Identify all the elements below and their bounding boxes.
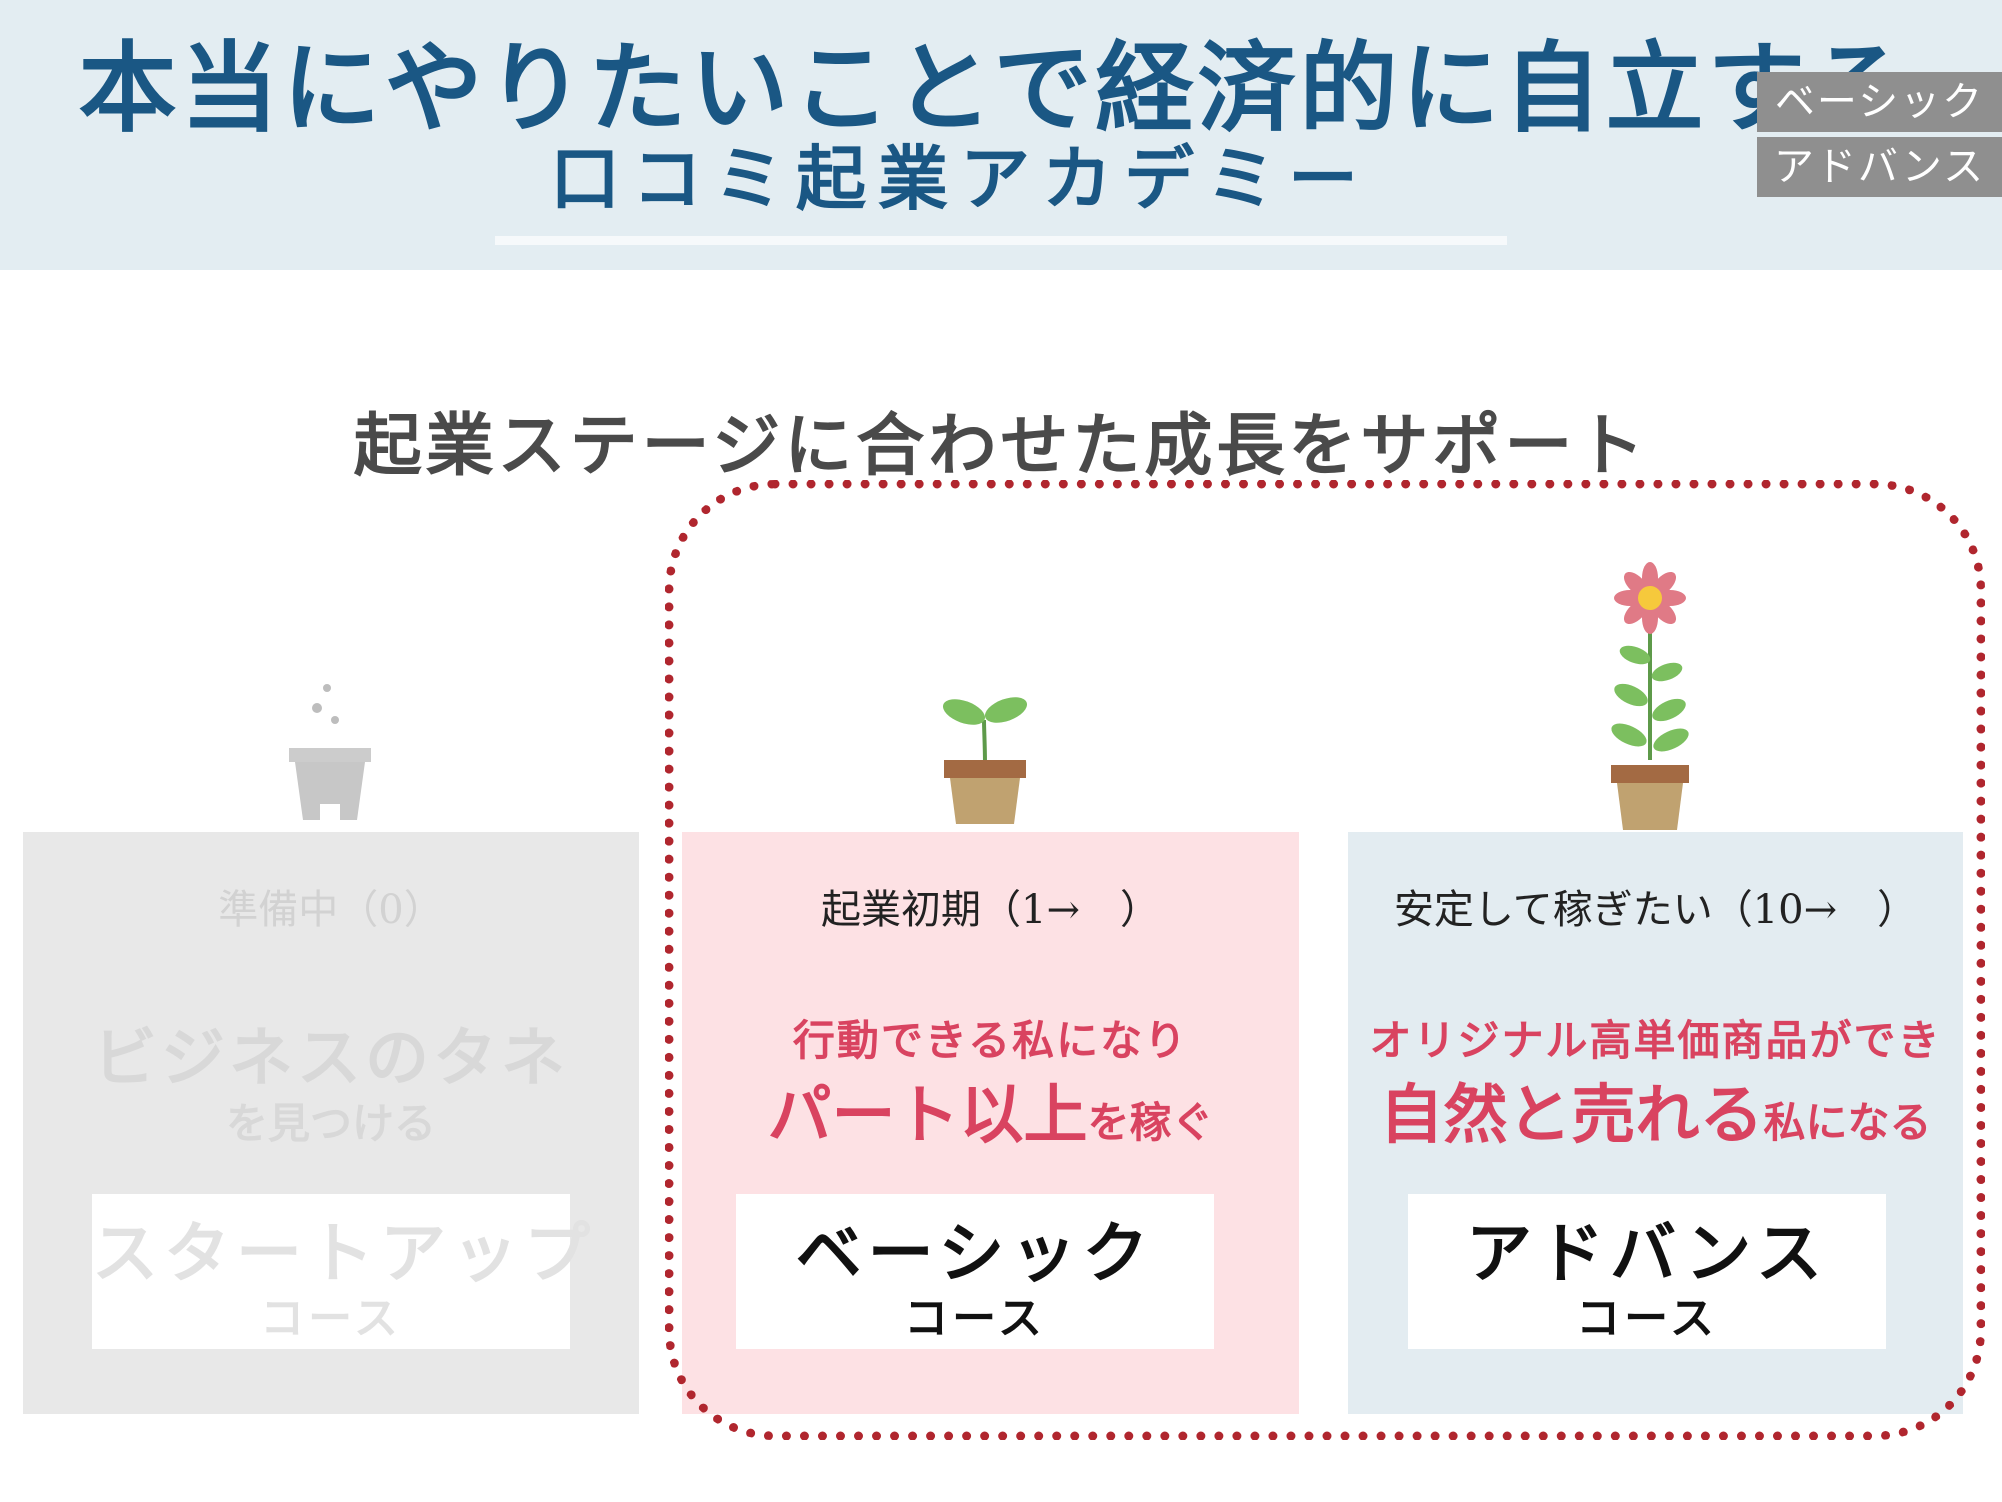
course-name: ベーシック [795,1214,1155,1292]
course-name: アドバンス [1466,1214,1828,1292]
header: 本当にやりたいことで経済的に自立する 口コミ起業アカデミー [0,0,2002,270]
goal-emphasis: 自然と売れる [1379,1078,1764,1153]
stage-label: 安定して稼ぎたい（10→ ） [1393,887,1918,933]
advance-course-button[interactable]: アドバンス コース [1408,1194,1886,1349]
startup-course-card: 準備中（0） ビジネスのタネ を見つける スタートアップ コース [23,832,639,1414]
stage-label: 起業初期（1→ ） [821,887,1160,933]
goal-suffix: 私になる [1763,1098,1932,1147]
startup-course-button[interactable]: スタートアップ コース [92,1194,596,1349]
goal-headline: ビジネスのタネ [93,1021,569,1096]
header-underline [495,236,1507,245]
goal-suffix: を稼ぐ [1087,1098,1214,1147]
course-suffix: コース [260,1293,402,1344]
advance-course-tag-button[interactable]: アドバンス [1757,137,2002,197]
flower-pot-icon [1611,562,1689,830]
course-suffix: コース [1576,1293,1718,1344]
page-subtitle: 口コミ起業アカデミー [550,137,1370,220]
course-name: スタートアップ [92,1214,596,1292]
advance-course-card: 安定して稼ぎたい（10→ ） オリジナル高単価商品ができ 自然と売れる私になる … [1348,832,1963,1414]
goal-emphasis: パート以上 [767,1078,1088,1153]
goal-line: 行動できる私になり [792,1016,1189,1065]
basic-course-tag-button[interactable]: ベーシック [1757,72,2002,132]
goal-line: オリジナル高単価商品ができ [1369,1016,1942,1065]
goal-subline: を見つける [225,1099,436,1148]
empty-pot-icon [289,684,371,820]
basic-course-card: 起業初期（1→ ） 行動できる私になり パート以上を稼ぐ ベーシック コース [682,832,1299,1414]
goal-headline: パート以上を稼ぐ [682,1064,1299,1156]
goal-headline: 自然と売れる私になる [1348,1064,1963,1156]
stage-label: 準備中（0） [218,887,444,933]
section-title: 起業ステージに合わせた成長をサポート [353,406,1649,486]
highlight-frame [665,480,1985,1440]
page-title: 本当にやりたいことで経済的に自立する [78,31,1912,146]
basic-course-button[interactable]: ベーシック コース [736,1194,1214,1349]
sprout-pot-icon [942,697,1028,824]
course-suffix: コース [904,1293,1046,1344]
